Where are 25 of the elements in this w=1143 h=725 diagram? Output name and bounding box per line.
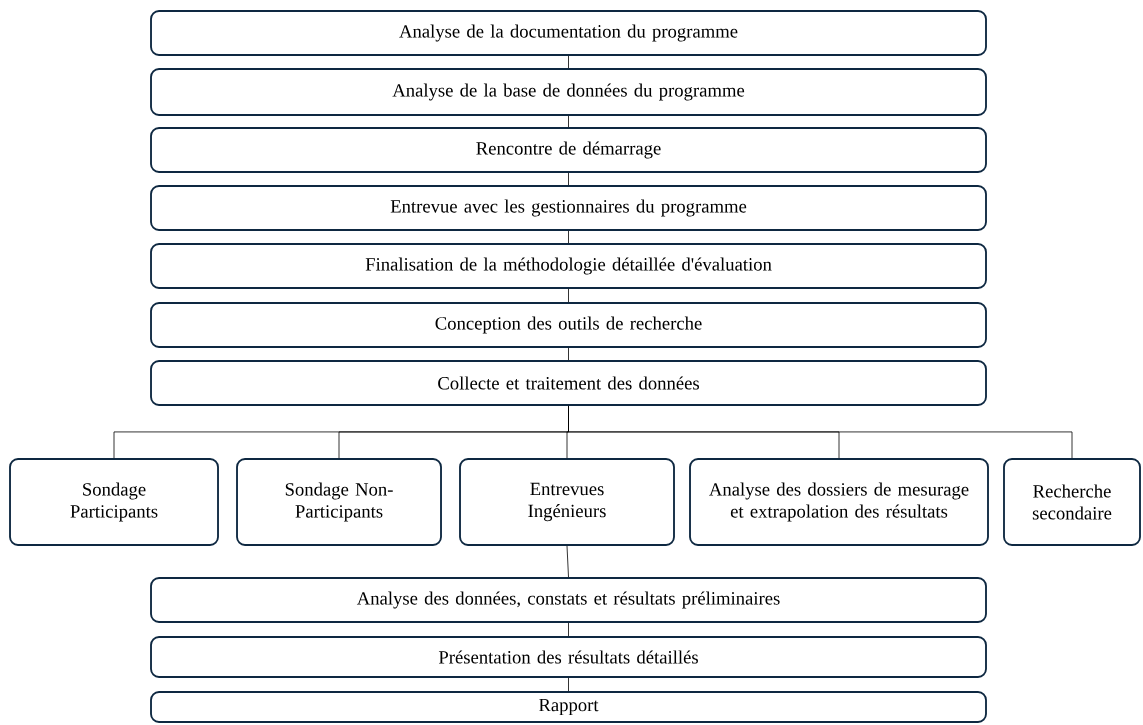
- process-box: Analyse de la documentation du programme: [150, 10, 987, 56]
- process-box: Rencontre de démarrage: [150, 127, 987, 173]
- connector-line: [568, 677, 569, 692]
- connector-line: [568, 172, 569, 186]
- process-box: Collecte et traitement des données: [150, 360, 987, 406]
- process-box: Recherche secondaire: [1003, 458, 1141, 546]
- process-box: Sondage Participants: [9, 458, 219, 546]
- process-box: Analyse de la base de données du programme: [150, 68, 987, 116]
- connector-line: [566, 545, 569, 578]
- process-box: Sondage Non-Participants: [236, 458, 442, 546]
- process-box: Analyse des dossiers de mesurage et extrapolation des résultats: [689, 458, 989, 546]
- connector-line: [568, 347, 569, 361]
- connector-line: [568, 55, 569, 69]
- connector-line: [568, 230, 569, 244]
- connector-line: [568, 115, 569, 128]
- connector-line: [568, 288, 569, 303]
- process-box: Analyse des données, constats et résultats préliminaires: [150, 577, 987, 623]
- process-box: Finalisation de la méthodologie détaillée d'évaluation: [150, 243, 987, 289]
- connector-line: [568, 622, 569, 637]
- process-box: Entrevues Ingénieurs: [459, 458, 675, 546]
- process-box: Présentation des résultats détaillés: [150, 636, 987, 678]
- process-box: Entrevue avec les gestionnaires du programme: [150, 185, 987, 231]
- process-box: Rapport: [150, 691, 987, 723]
- process-box: Conception des outils de recherche: [150, 302, 987, 348]
- connector-line: [568, 405, 1073, 459]
